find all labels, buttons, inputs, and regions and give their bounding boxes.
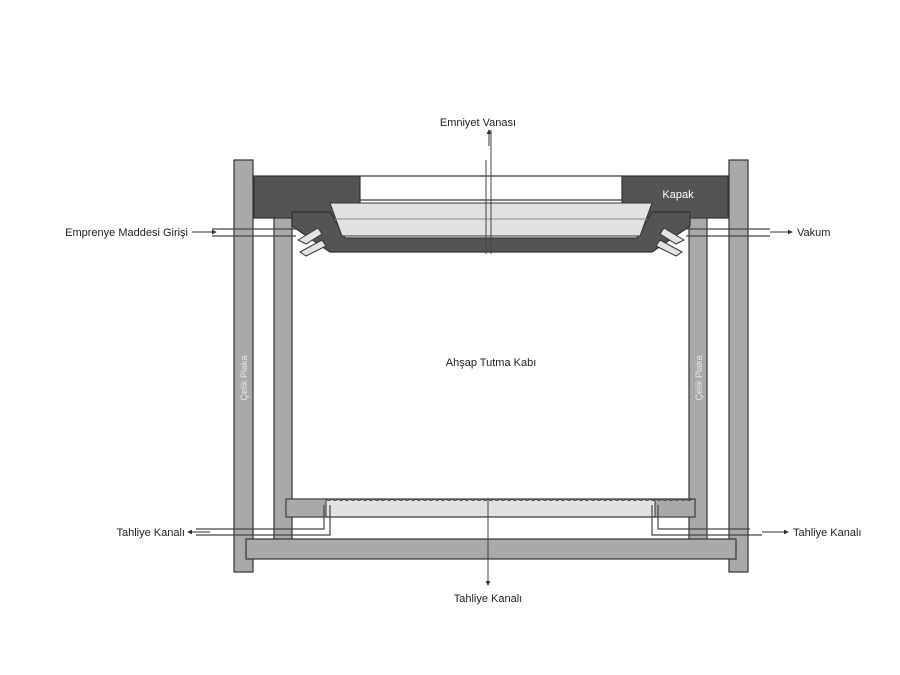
base-plate xyxy=(245,538,737,560)
label-kapak: Kapak xyxy=(662,189,694,201)
label-tahliye-bottom: Tahliye Kanalı xyxy=(454,593,523,605)
label-celik-plaka-right: Çelik Plaka xyxy=(694,355,704,400)
drain-pipe-left xyxy=(196,505,331,536)
seal-right xyxy=(655,227,686,257)
label-tahliye-left: Tahliye Kanalı xyxy=(117,527,186,539)
vacuum-pipe xyxy=(686,228,770,237)
label-celik-plaka-left: Çelik Plaka xyxy=(239,355,249,400)
steel-plate-left xyxy=(233,159,254,573)
label-ahsap-kabi: Ahşap Tutma Kabı xyxy=(446,357,537,369)
tray-block-right xyxy=(654,498,696,518)
label-emprenye-girisi: Emprenye Maddesi Girişi xyxy=(65,227,188,239)
inner-post-left xyxy=(273,211,293,549)
bottom-tray xyxy=(285,498,696,518)
label-emniyet-vanasi: Emniyet Vanası xyxy=(440,117,516,129)
label-tahliye-right: Tahliye Kanalı xyxy=(793,527,862,539)
drain-pipe-right xyxy=(651,505,762,536)
tray-block-left xyxy=(285,498,327,518)
steel-plate-right xyxy=(728,159,749,573)
seal-left xyxy=(296,227,327,257)
tray-perforation xyxy=(325,498,693,501)
label-vakum: Vakum xyxy=(797,227,830,239)
inlet-pipe xyxy=(212,228,296,237)
